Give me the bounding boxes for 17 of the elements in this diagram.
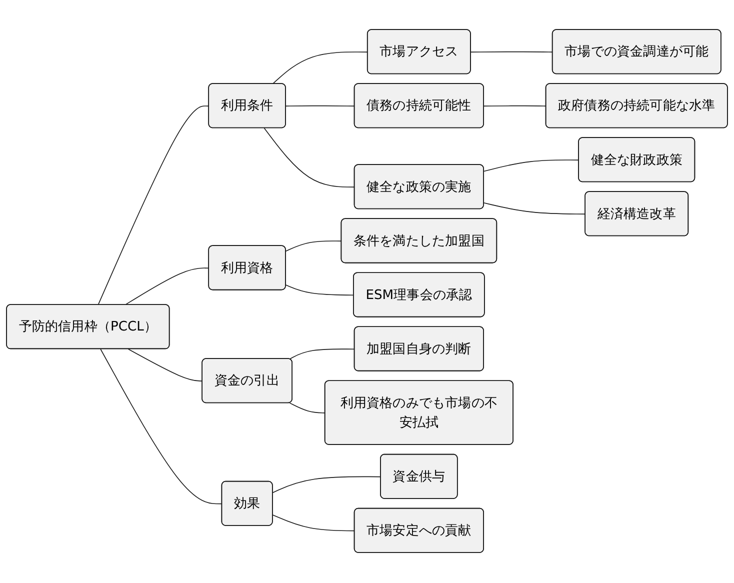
connector xyxy=(100,349,223,505)
connector xyxy=(124,268,210,306)
connector xyxy=(264,128,356,188)
connector xyxy=(272,515,356,532)
connector xyxy=(484,106,547,107)
connector xyxy=(484,202,586,215)
connector xyxy=(128,349,203,382)
connector xyxy=(289,403,326,414)
connector xyxy=(470,52,554,53)
connector xyxy=(272,476,382,494)
connector xyxy=(286,285,354,296)
connector xyxy=(286,241,342,252)
connector xyxy=(484,160,580,172)
connector xyxy=(289,349,356,360)
connector xyxy=(286,106,356,107)
connector xyxy=(98,106,210,306)
connector xyxy=(272,52,368,85)
